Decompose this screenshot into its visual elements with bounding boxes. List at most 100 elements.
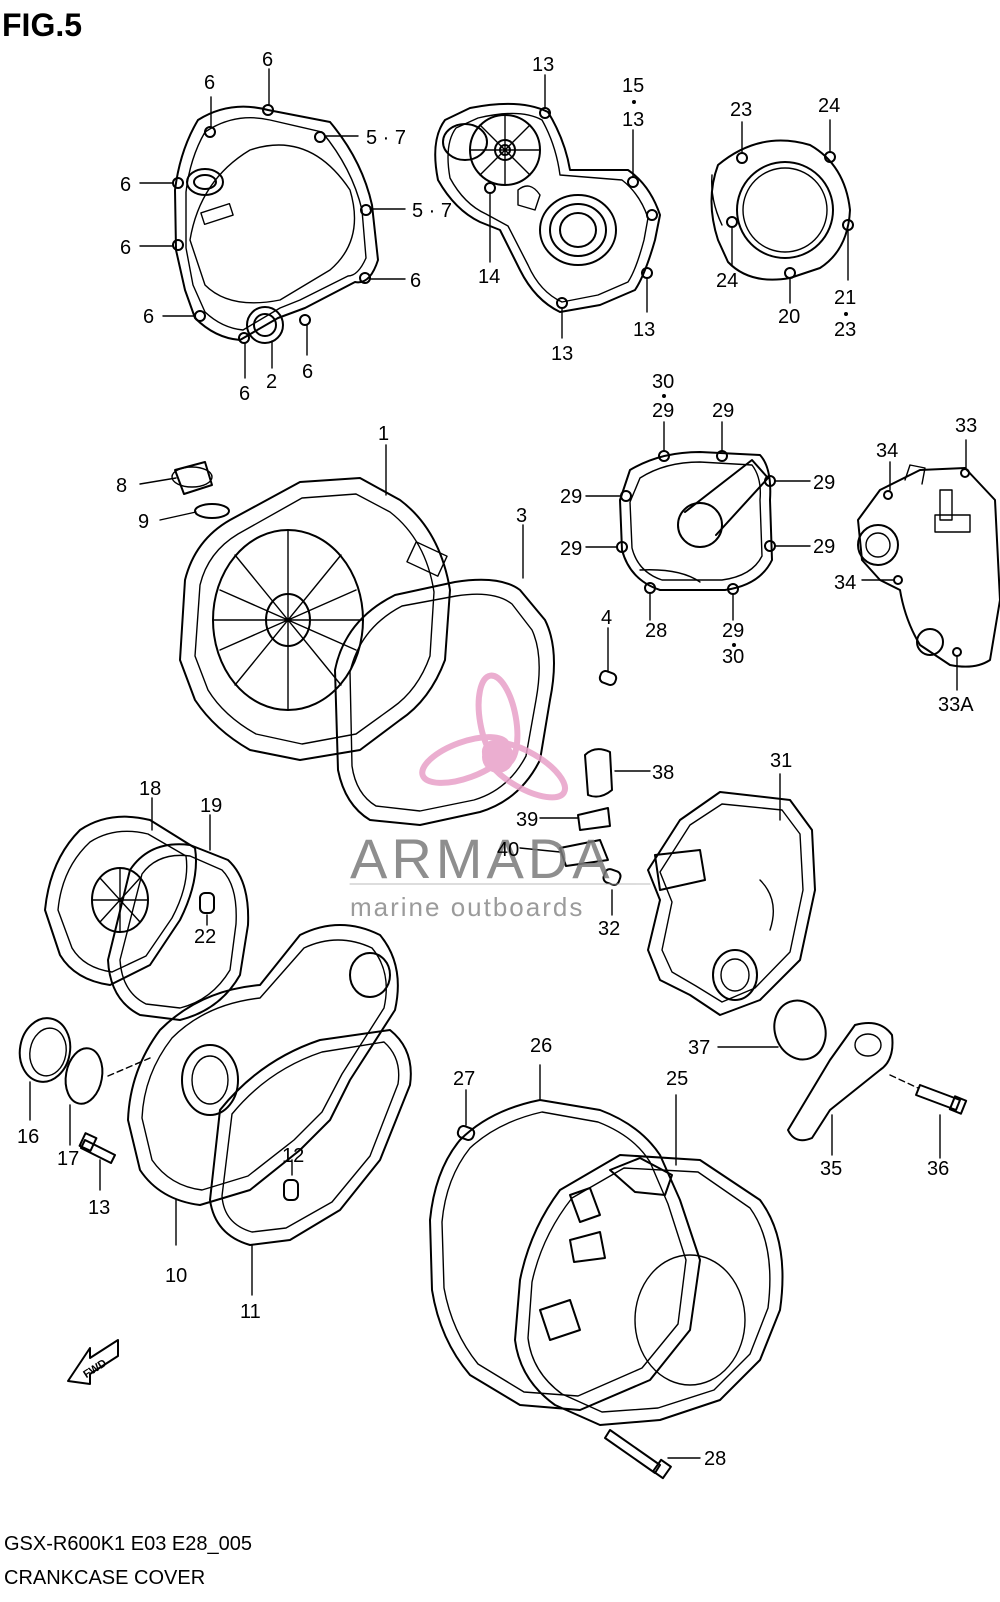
callout-29: 29 bbox=[722, 620, 744, 642]
dowel-4 bbox=[598, 670, 618, 686]
pump-cover-drawing bbox=[434, 102, 661, 313]
callout-25: 25 bbox=[666, 1068, 688, 1090]
callout-19: 19 bbox=[200, 795, 222, 817]
callout-34: 34 bbox=[876, 440, 898, 462]
armada-watermark: ARMADA marine outboards bbox=[349, 672, 651, 922]
callout-8: 8 bbox=[116, 475, 127, 497]
callout-5-7: 5 · 7 bbox=[366, 127, 406, 149]
clutch-cover-drawing bbox=[172, 104, 379, 344]
gasket-11-drawing bbox=[209, 1029, 412, 1296]
callout-labels: 6 6 5 · 7 5 · 7 6 6 6 6 6 2 6 13 15 13 1… bbox=[17, 49, 977, 1470]
callout-1: 1 bbox=[378, 423, 389, 445]
part1-leaders bbox=[139, 444, 609, 673]
callout-39: 39 bbox=[516, 809, 538, 831]
callout-6: 6 bbox=[239, 383, 250, 405]
callout-29: 29 bbox=[813, 472, 835, 494]
callout-32: 32 bbox=[598, 918, 620, 940]
callout-30: 30 bbox=[652, 371, 674, 393]
bracket-33-drawing bbox=[857, 464, 1000, 668]
diagram-caption: CRANKCASE COVER bbox=[4, 1567, 205, 1589]
dowel-12 bbox=[283, 1159, 299, 1201]
callout-23: 23 bbox=[730, 99, 752, 121]
callout-18: 18 bbox=[139, 778, 161, 800]
callout-24: 24 bbox=[716, 270, 738, 292]
callout-13: 13 bbox=[633, 319, 655, 341]
callout-36: 36 bbox=[927, 1158, 949, 1180]
callout-29: 29 bbox=[652, 400, 674, 422]
cover-10-drawing bbox=[127, 924, 399, 1246]
callout-3: 3 bbox=[516, 505, 527, 527]
generator-cover-drawing bbox=[616, 450, 776, 595]
callout-29: 29 bbox=[712, 400, 734, 422]
callout-33A: 33A bbox=[938, 694, 974, 716]
callout-20: 20 bbox=[778, 306, 800, 328]
callout-10: 10 bbox=[165, 1265, 187, 1287]
sprocket-cover-31-drawing bbox=[647, 773, 816, 1016]
callout-13: 13 bbox=[551, 343, 573, 365]
callout-6: 6 bbox=[204, 72, 215, 94]
callout-5-7: 5 · 7 bbox=[412, 200, 452, 222]
bolt-28-lower bbox=[604, 1429, 701, 1480]
callout-34: 34 bbox=[834, 572, 856, 594]
callout-23: 23 bbox=[834, 319, 856, 341]
callout-6: 6 bbox=[143, 306, 154, 328]
gasket-3-drawing bbox=[334, 578, 555, 826]
pump-cover-leaders bbox=[489, 74, 648, 339]
callout-13: 13 bbox=[532, 54, 554, 76]
gasket-19-drawing bbox=[107, 814, 250, 1021]
callout-29: 29 bbox=[813, 536, 835, 558]
dowel-22 bbox=[199, 892, 215, 926]
clutch-cover-leaders bbox=[139, 68, 406, 379]
lever-35-drawing bbox=[787, 1022, 894, 1156]
bracket-33-leaders bbox=[861, 439, 967, 691]
callout-9: 9 bbox=[138, 511, 149, 533]
callout-11: 11 bbox=[240, 1301, 261, 1323]
callout-13: 13 bbox=[622, 109, 644, 131]
armada-propeller-logo-icon bbox=[419, 672, 568, 801]
callout-35: 35 bbox=[820, 1158, 842, 1180]
callout-28: 28 bbox=[645, 620, 667, 642]
callout-29: 29 bbox=[560, 538, 582, 560]
generator-cover-leaders bbox=[585, 421, 811, 621]
callout-33: 33 bbox=[955, 415, 977, 437]
callout-14: 14 bbox=[478, 266, 500, 288]
callout-6: 6 bbox=[120, 237, 131, 259]
callout-31: 31 bbox=[770, 750, 792, 772]
small-parts-38-40 bbox=[519, 748, 651, 867]
callout-38: 38 bbox=[652, 762, 674, 784]
callout-17: 17 bbox=[57, 1148, 79, 1170]
small-cover-drawing bbox=[710, 139, 854, 281]
callout-40: 40 bbox=[497, 839, 519, 861]
callout-27: 27 bbox=[453, 1068, 475, 1090]
callout-21: 21 bbox=[834, 287, 856, 309]
callout-13: 13 bbox=[88, 1197, 110, 1219]
callout-12: 12 bbox=[282, 1145, 304, 1167]
callout-4: 4 bbox=[601, 607, 612, 629]
crankcase-cover-25-drawing bbox=[514, 1094, 784, 1426]
callout-15: 15 bbox=[622, 75, 644, 97]
model-code: GSX-R600K1 E03 E28_005 bbox=[4, 1533, 252, 1555]
callout-2: 2 bbox=[266, 371, 277, 393]
callout-37: 37 bbox=[688, 1037, 710, 1059]
oil-plug-drawing bbox=[171, 461, 230, 519]
gasket-26-drawing bbox=[429, 1064, 701, 1411]
crankcase-cover-1-drawing bbox=[179, 477, 451, 761]
callout-22: 22 bbox=[194, 926, 216, 948]
callout-6: 6 bbox=[262, 49, 273, 71]
fwd-arrow-icon: FWD bbox=[67, 1339, 119, 1385]
watermark-tagline: marine outboards bbox=[350, 892, 584, 922]
dowel-27 bbox=[456, 1089, 476, 1141]
bolt-13-lower bbox=[78, 1132, 116, 1191]
small-cover-leaders bbox=[731, 119, 849, 304]
callout-28: 28 bbox=[704, 1448, 726, 1470]
callout-6: 6 bbox=[302, 361, 313, 383]
watermark-brand: ARMADA bbox=[350, 827, 614, 890]
callout-16: 16 bbox=[17, 1126, 39, 1148]
cover-18-drawing bbox=[44, 797, 197, 986]
callout-29: 29 bbox=[560, 486, 582, 508]
callout-26: 26 bbox=[530, 1035, 552, 1057]
bolt-36 bbox=[889, 1074, 968, 1159]
seal-16-17-drawing bbox=[18, 1017, 151, 1146]
callout-30: 30 bbox=[722, 646, 744, 668]
